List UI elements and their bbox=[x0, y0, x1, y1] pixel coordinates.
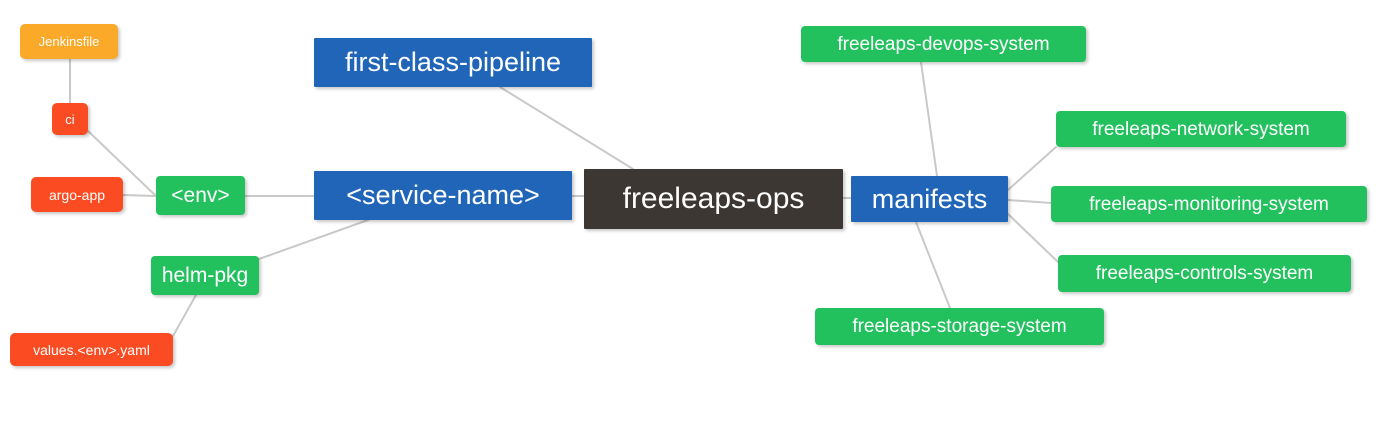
node-root[interactable]: freeleaps-ops bbox=[584, 169, 843, 229]
node-pipeline[interactable]: first-class-pipeline bbox=[314, 38, 592, 87]
node-service-name[interactable]: <service-name> bbox=[314, 171, 572, 220]
node-values-yaml[interactable]: values.<env>.yaml bbox=[10, 333, 173, 366]
node-controls[interactable]: freeleaps-controls-system bbox=[1058, 255, 1351, 292]
node-manifests[interactable]: manifests bbox=[851, 176, 1008, 222]
edge-pipeline-to-root bbox=[499, 86, 634, 170]
node-argo-app[interactable]: argo-app bbox=[31, 177, 123, 212]
node-monitoring[interactable]: freeleaps-monitoring-system bbox=[1051, 186, 1367, 222]
edge-controls-to-manifests bbox=[1007, 213, 1059, 263]
node-helm-pkg[interactable]: helm-pkg bbox=[151, 256, 259, 295]
edge-helm-pkg-to-service-name bbox=[258, 219, 369, 260]
node-devops[interactable]: freeleaps-devops-system bbox=[801, 26, 1086, 62]
edge-devops-to-manifests bbox=[920, 61, 938, 177]
edge-network-to-manifests bbox=[1007, 146, 1057, 191]
node-network[interactable]: freeleaps-network-system bbox=[1056, 111, 1346, 147]
node-ci[interactable]: ci bbox=[52, 103, 88, 135]
node-storage[interactable]: freeleaps-storage-system bbox=[815, 308, 1104, 345]
node-env[interactable]: <env> bbox=[156, 176, 245, 215]
edge-argo-app-to-env bbox=[122, 194, 157, 197]
edge-monitoring-to-manifests bbox=[1007, 199, 1052, 204]
edge-values-yaml-to-helm-pkg bbox=[172, 294, 197, 337]
edge-storage-to-manifests bbox=[915, 221, 951, 309]
node-jenkinsfile[interactable]: Jenkinsfile bbox=[20, 24, 118, 59]
